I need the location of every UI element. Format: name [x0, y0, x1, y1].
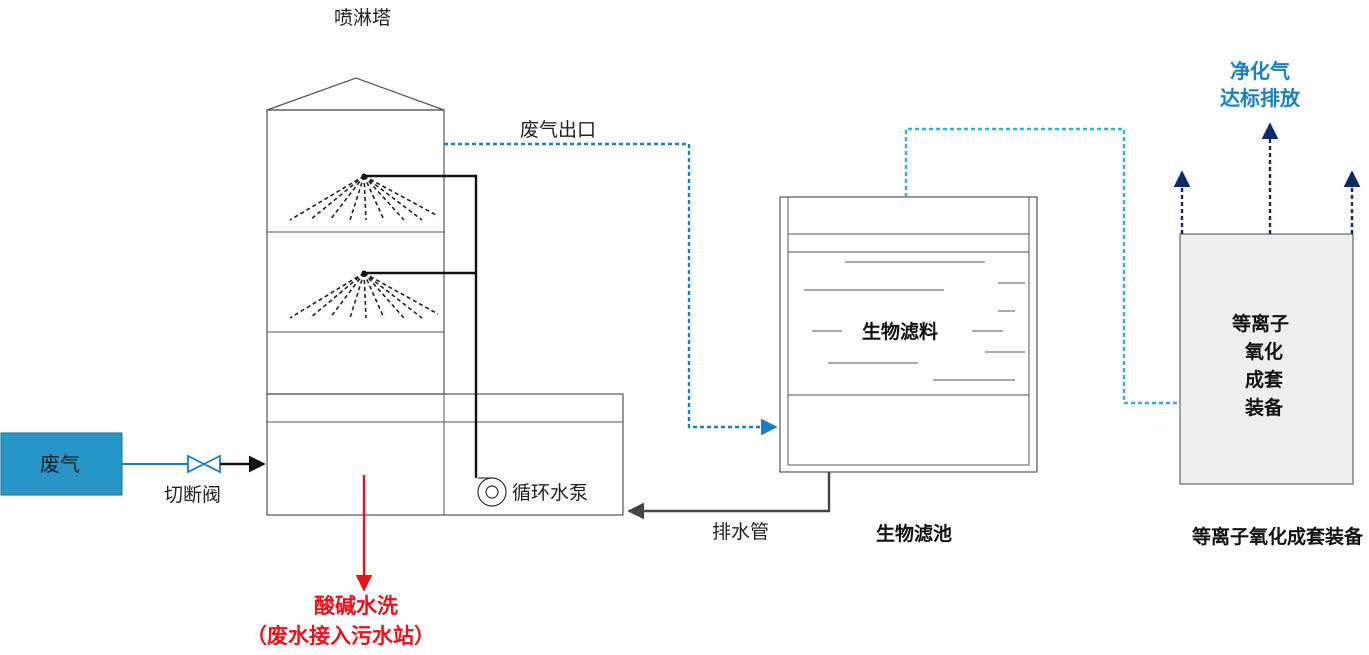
spray-tower-label: 喷淋塔	[334, 7, 391, 29]
bio-media-label: 生物滤料	[862, 320, 938, 343]
bio-filter-label: 生物滤池	[876, 522, 952, 545]
shutoff-valve-label: 切断阀	[164, 484, 221, 506]
clean-air-note: 达标排放	[1220, 86, 1301, 110]
bio-filter-inner	[787, 196, 1030, 466]
tower-roof	[266, 77, 445, 111]
plasma-device-text: 成套	[1245, 368, 1284, 391]
exhaust-outlet-label: 废气出口	[520, 119, 596, 141]
circulation-pump-icon	[477, 477, 507, 507]
tower-base-tank	[266, 393, 624, 516]
spray-nozzle-lower	[289, 272, 439, 319]
acid-wash-label: 酸碱水洗	[314, 594, 398, 618]
spray-tower: 循环水泵 喷淋塔	[266, 7, 624, 516]
plasma-device-box	[1179, 233, 1354, 485]
bio-media-lines	[804, 261, 1025, 381]
clean-air-label: 净化气	[1230, 59, 1290, 83]
bio-filter: 生物滤料	[779, 196, 1038, 473]
plasma-device-caption: 等离子氧化成套装备	[1191, 525, 1364, 548]
drain-pipe-line	[627, 472, 831, 520]
circulation-pipe	[364, 174, 478, 478]
waste-gas-input-label: 废气	[40, 452, 80, 476]
treated-air-line	[904, 127, 1180, 405]
spray-nozzle-upper	[289, 175, 439, 221]
shutoff-valve-icon	[187, 454, 221, 474]
drain-pipe-label: 排水管	[712, 521, 769, 543]
nozzle-head	[361, 270, 367, 276]
plasma-device-text: 氧化	[1245, 340, 1283, 363]
circulation-pump-label: 循环水泵	[512, 482, 588, 504]
tower-body	[266, 109, 445, 395]
acid-wash-note: （废水接入污水站）	[246, 624, 435, 648]
plasma-device-text: 等离子	[1231, 312, 1289, 335]
plasma-device-text: 装备	[1244, 396, 1284, 419]
nozzle-head	[361, 173, 367, 179]
exhaust-gas-line	[444, 142, 778, 436]
